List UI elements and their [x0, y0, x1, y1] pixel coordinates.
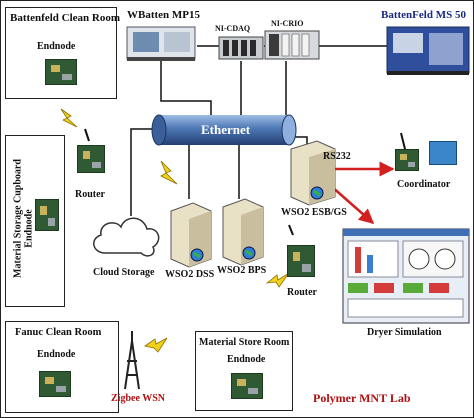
fanuc-endnode-board-icon — [39, 371, 71, 397]
router-left-label: Router — [75, 189, 105, 200]
zigbee-tower-icon — [124, 331, 140, 390]
coordinator-label: Coordinator — [397, 179, 451, 190]
battenfeld-ms50-label: BattenFeld MS 50 — [381, 9, 466, 21]
dryer-simulation-label: Dryer Simulation — [367, 327, 442, 338]
polymer-mnt-lab-label: Polymer MNT Lab — [313, 391, 411, 405]
wbatten-label: WBatten MP15 — [127, 9, 201, 21]
wbatten-ethernet-link — [160, 59, 212, 119]
cloud-link — [130, 128, 159, 216]
router-right-board-icon — [287, 245, 315, 277]
cloud-storage-label: Cloud Storage — [93, 267, 155, 278]
coordinator-antenna — [400, 132, 406, 150]
material-storage-title: Material Storage Cupboard — [12, 159, 24, 278]
rs232-label: RS232 — [323, 151, 351, 162]
zigbee-signal-icon-2 — [160, 160, 178, 185]
ethernet-bar-left-cap — [151, 114, 167, 146]
fanuc-clean-room-box — [5, 321, 119, 413]
ni-cdaq-label: NI-CDAQ — [215, 24, 251, 33]
wso2-esb-label: WSO2 ESB/GS — [281, 207, 347, 218]
connection-lines — [130, 45, 401, 216]
wso2-bps-label: WSO2 BPS — [217, 265, 267, 276]
coordinator-module-icon — [429, 141, 457, 165]
wso2-dss-server-icon — [170, 202, 212, 268]
battenfeld-ms50-machine-icon — [386, 26, 470, 75]
wso2-esb-server-icon — [290, 140, 336, 206]
router-left-board-icon — [77, 145, 105, 173]
ethernet-bar-right-cap — [281, 114, 297, 146]
dryer-simulation-screen — [342, 228, 470, 324]
coordinator-board-icon — [395, 149, 419, 171]
material-storage-endnode-label: Endnode — [23, 209, 35, 248]
ni-crio-label: NI-CRIO — [271, 19, 304, 28]
ethernet-bar — [159, 115, 289, 145]
zigbee-wsn-label: Zigbee WSN — [111, 393, 165, 404]
wso2-bps-server-icon — [222, 198, 264, 266]
material-store-endnode-board-icon — [231, 373, 263, 399]
battenfeld-endnode-board-icon — [45, 59, 77, 85]
ni-crio-icon — [264, 30, 320, 60]
material-storage-board-icon — [35, 199, 59, 231]
zigbee-signal-icon-1 — [60, 108, 78, 128]
battenfeld-endnode-label: Endnode — [37, 41, 76, 52]
ethernet-label: Ethernet — [201, 122, 251, 137]
wbatten-machine-icon — [126, 26, 196, 61]
zigbee-signal-icon-3 — [265, 272, 290, 288]
fanuc-clean-room-title: Fanuc Clean Room — [15, 327, 102, 338]
dryer-link — [330, 185, 375, 224]
wso2-dss-label: WSO2 DSS — [165, 269, 215, 280]
material-store-room-title: Material Store Room — [199, 337, 290, 348]
zigbee-signal-icon-4 — [144, 337, 168, 353]
cloud-storage-icon — [93, 217, 160, 257]
router-right-antenna — [288, 224, 294, 236]
battenfeld-clean-room-title: Battenfeld Clean Room — [10, 12, 120, 24]
material-store-endnode-label: Endnode — [227, 354, 266, 365]
router-left-antenna — [84, 128, 90, 142]
router-right-label: Router — [287, 287, 317, 298]
fanuc-endnode-label: Endnode — [37, 349, 76, 360]
ni-cdaq-icon — [218, 36, 264, 60]
